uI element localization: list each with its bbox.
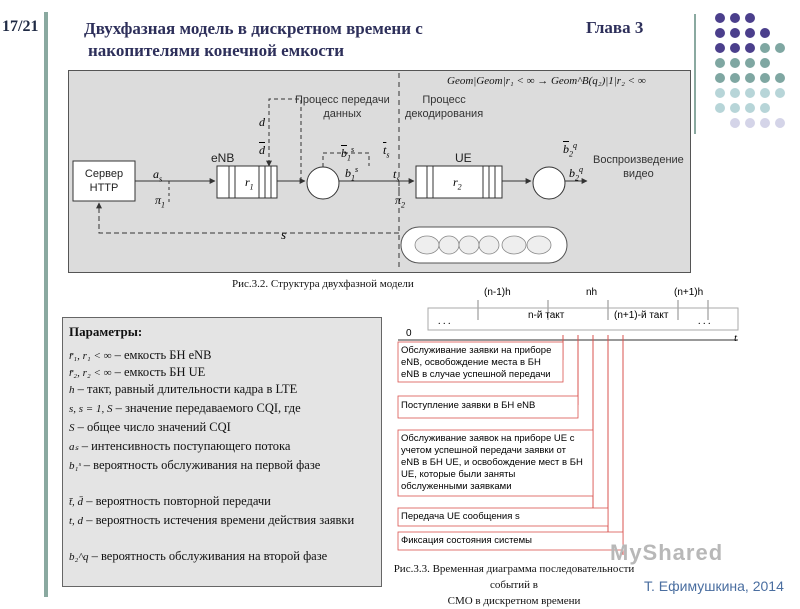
pi1-symbol: π1 — [155, 193, 166, 210]
title-line-2: накопителями конечной емкости — [88, 41, 345, 60]
b2-symbol: b2q — [569, 165, 583, 183]
event-arrival: Поступление заявки в БН eNB — [401, 400, 536, 411]
pi2-symbol: π2 — [395, 193, 406, 210]
model-structure-diagram: Geom|Geom|r₁ < ∞ → Geom^B(q₂)|1|r₂ < ∞ П… — [68, 70, 691, 273]
param-row: t̄, d̄ – вероятность повторной передачи — [69, 494, 271, 508]
as-symbol: as — [153, 167, 163, 184]
accent-bar-right — [694, 14, 696, 134]
event-state-fix: Фиксация состояния системы — [401, 535, 532, 546]
title-line-1: Двухфазная модель в дискретном времени с — [84, 19, 423, 38]
d-symbol: d — [259, 115, 265, 129]
param-row: r̄₁, r₁ < ∞ – емкость БН eNB — [69, 348, 212, 362]
param-row: t, d – вероятность истечения времени дей… — [69, 513, 355, 527]
slide-title: Двухфазная модель в дискретном времени с… — [84, 18, 684, 62]
b1bar-symbol: b1s — [341, 145, 355, 163]
parameters-heading: Параметры: — [69, 324, 143, 339]
accent-bar-left — [44, 12, 48, 597]
author-credit: Т. Ефимушкина, 2014 — [644, 578, 784, 594]
tick-label: nh — [586, 287, 598, 298]
param-row: r̄₂, r₂ < ∞ – емкость БН UE — [69, 365, 206, 379]
param-row: b₁ˢ – вероятность обслуживания на первой… — [69, 458, 321, 472]
tick-label: (n+1)h — [674, 287, 704, 298]
axis-t: t — [734, 332, 738, 344]
param-row: S – общее число значений CQI — [69, 420, 231, 434]
dbar-symbol: d — [259, 143, 265, 157]
slide-number: 17/21 — [2, 18, 39, 35]
timing-diagram: (n-1)h nh (n+1)h n-й такт (n+1)-й такт .… — [388, 280, 748, 580]
ellipsis-right: . . . — [698, 316, 711, 327]
tact-label: n-й такт — [528, 310, 565, 321]
figure-3-3-caption: Рис.3.3. Временная диаграмма последовате… — [393, 563, 635, 607]
kendall-formula: Geom|Geom|r₁ < ∞ → Geom^B(q₂)|1|r₂ < ∞ — [447, 75, 646, 87]
axis-zero: 0 — [406, 328, 412, 339]
param-row: aₛ – интенсивность поступающего потока — [69, 439, 291, 453]
b2bar-symbol: b2q — [563, 141, 577, 159]
s-symbol: s — [281, 227, 287, 242]
tact-label: (n+1)-й такт — [614, 310, 669, 321]
r2-symbol: r2 — [453, 175, 462, 192]
tbar-symbol: ts — [383, 143, 390, 160]
param-row: h – такт, равный длительности кадра в LT… — [69, 382, 298, 396]
chapter-label: Глава 3 — [586, 18, 644, 37]
tick-label: (n-1)h — [484, 287, 511, 298]
ue-label: UE — [455, 151, 472, 165]
enb-label: eNB — [211, 151, 235, 165]
b1-symbol: b1s — [345, 165, 359, 183]
param-row: s, s = 1, S – значение передаваемого CQI… — [69, 401, 301, 415]
decorative-dots — [715, 13, 785, 128]
watermark: MyShared — [610, 540, 724, 565]
event-ue-message: Передача UE сообщения s — [401, 511, 520, 522]
r1-symbol: r1 — [245, 175, 254, 192]
ts-symbol: ts — [393, 167, 400, 184]
ellipsis-left: . . . — [438, 316, 451, 327]
parameters-panel: Параметры: r̄₁, r₁ < ∞ – емкость БН eNB … — [62, 317, 382, 587]
param-row: b₂^q – вероятность обслуживания на второ… — [69, 549, 328, 563]
figure-3-2-caption: Рис.3.2. Структура двухфазной модели — [232, 278, 414, 290]
